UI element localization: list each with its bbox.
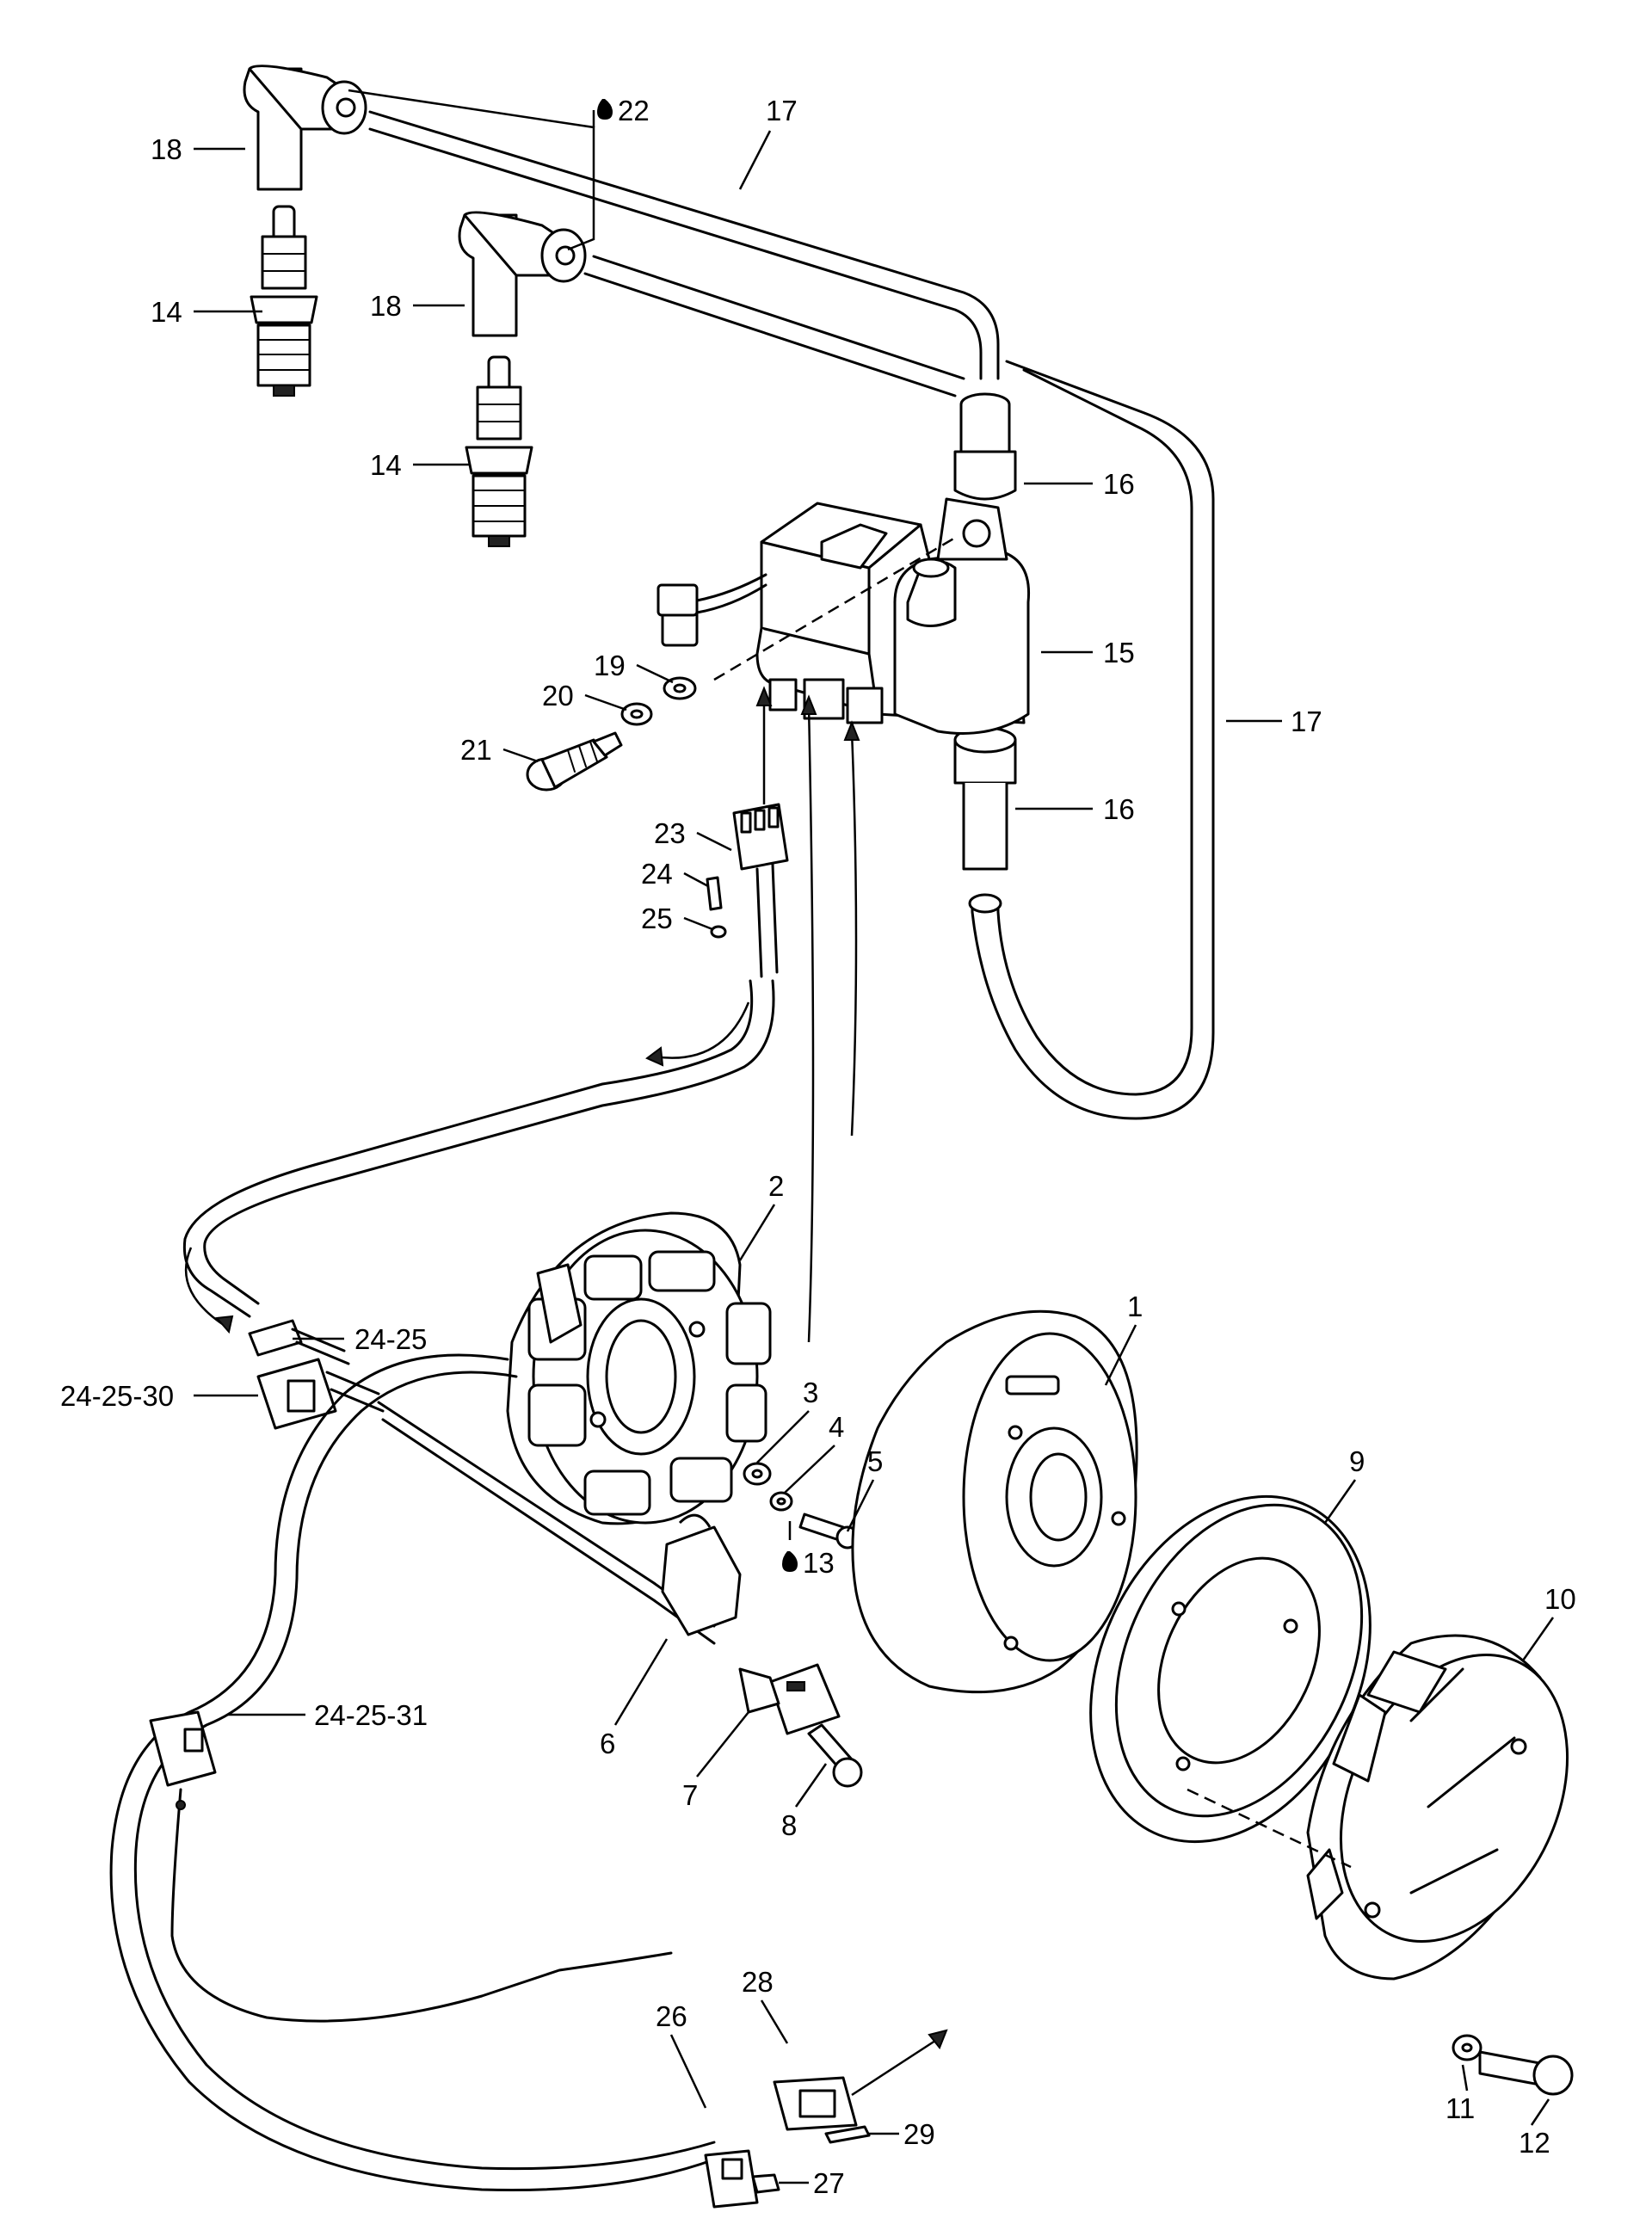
callout-17: 17	[1291, 705, 1322, 737]
callout-14: 14	[151, 296, 182, 328]
coil-screw-21	[526, 731, 623, 792]
callout-9: 9	[1349, 1445, 1365, 1477]
coil-connector	[656, 573, 767, 647]
callout-16: 16	[1103, 468, 1135, 500]
callout-15: 15	[1103, 637, 1135, 668]
callout-5: 5	[867, 1445, 883, 1477]
assembly-arrows	[755, 686, 860, 1343]
callout-10: 10	[1544, 1583, 1576, 1615]
terminal-27	[751, 2173, 780, 2194]
callout-25: 25	[641, 903, 673, 934]
callout-labels: 18 22 17 14 18 14 16 15 19 20 17 21 16 2…	[60, 95, 1576, 2199]
trigger-coil	[661, 1513, 742, 1636]
callout-4: 4	[829, 1411, 844, 1443]
spark-plug-cap-lower	[458, 211, 587, 337]
drop-icon	[782, 1551, 798, 1572]
callout-19: 19	[594, 650, 626, 681]
connector-housing-28	[773, 2029, 948, 2131]
connector-24-25	[248, 1319, 350, 1365]
callout-8: 8	[781, 1809, 797, 1841]
callout-18: 18	[370, 290, 402, 322]
lock-washer-20	[620, 702, 653, 726]
leader-lines	[194, 89, 1555, 2184]
wire-boot-upper	[953, 392, 1017, 501]
flat-washer-19	[663, 676, 697, 700]
callout-13: 13	[803, 1547, 835, 1579]
connector-24-25-30	[256, 1358, 385, 1430]
washer-4	[769, 1491, 793, 1512]
callout-28: 28	[742, 1966, 774, 1998]
callout-29: 29	[903, 2118, 935, 2150]
callout-6: 6	[600, 1728, 615, 1759]
callout-24-25-30: 24-25-30	[60, 1380, 174, 1412]
callout-22: 22	[618, 95, 650, 126]
spark-plug-cap-upper	[243, 65, 367, 191]
coil-bracket-7	[738, 1663, 841, 1735]
ignition-coil	[713, 497, 1031, 735]
callout-24-25: 24-25	[354, 1323, 427, 1355]
connector-24-25-31	[149, 1710, 217, 1810]
connector-housing-26	[704, 2149, 759, 2209]
terminal-29	[824, 2125, 871, 2144]
callout-20: 20	[542, 680, 574, 712]
spark-plug-upper	[250, 205, 318, 397]
callout-12: 12	[1519, 2127, 1550, 2159]
connector-housing-23	[732, 803, 789, 978]
callout-26: 26	[656, 2000, 687, 2032]
callout-16: 16	[1103, 793, 1135, 825]
callout-11: 11	[1446, 2092, 1475, 2124]
screw-8	[807, 1723, 863, 1788]
screw-5	[798, 1513, 860, 1550]
ring-gear	[1089, 1494, 1372, 1844]
drop-icon	[597, 99, 613, 120]
callout-3: 3	[803, 1377, 818, 1408]
wire-boot-lower	[953, 726, 1017, 914]
callout-18: 18	[151, 133, 182, 165]
coil-harness	[182, 979, 775, 1334]
callout-21: 21	[460, 734, 492, 766]
callout-24: 24	[641, 858, 673, 890]
callout-14: 14	[370, 449, 402, 481]
starter-cover	[1187, 1634, 1569, 1981]
callout-17: 17	[766, 95, 798, 126]
washer-11	[1452, 2034, 1482, 2061]
screw-12	[1478, 2050, 1574, 2096]
washer-3	[743, 1462, 772, 1486]
terminal-24	[706, 876, 723, 911]
flywheel	[851, 1309, 1138, 1694]
callout-1: 1	[1127, 1291, 1143, 1322]
callout-24-25-31: 24-25-31	[314, 1699, 428, 1731]
callout-2: 2	[768, 1170, 784, 1202]
spark-plug-lower	[465, 355, 533, 547]
high-tension-wires	[368, 110, 1215, 1120]
callout-7: 7	[682, 1779, 698, 1811]
callout-23: 23	[654, 817, 686, 849]
callout-27: 27	[813, 2167, 845, 2199]
seal-25	[710, 925, 727, 939]
stator-assembly	[506, 1211, 772, 1525]
